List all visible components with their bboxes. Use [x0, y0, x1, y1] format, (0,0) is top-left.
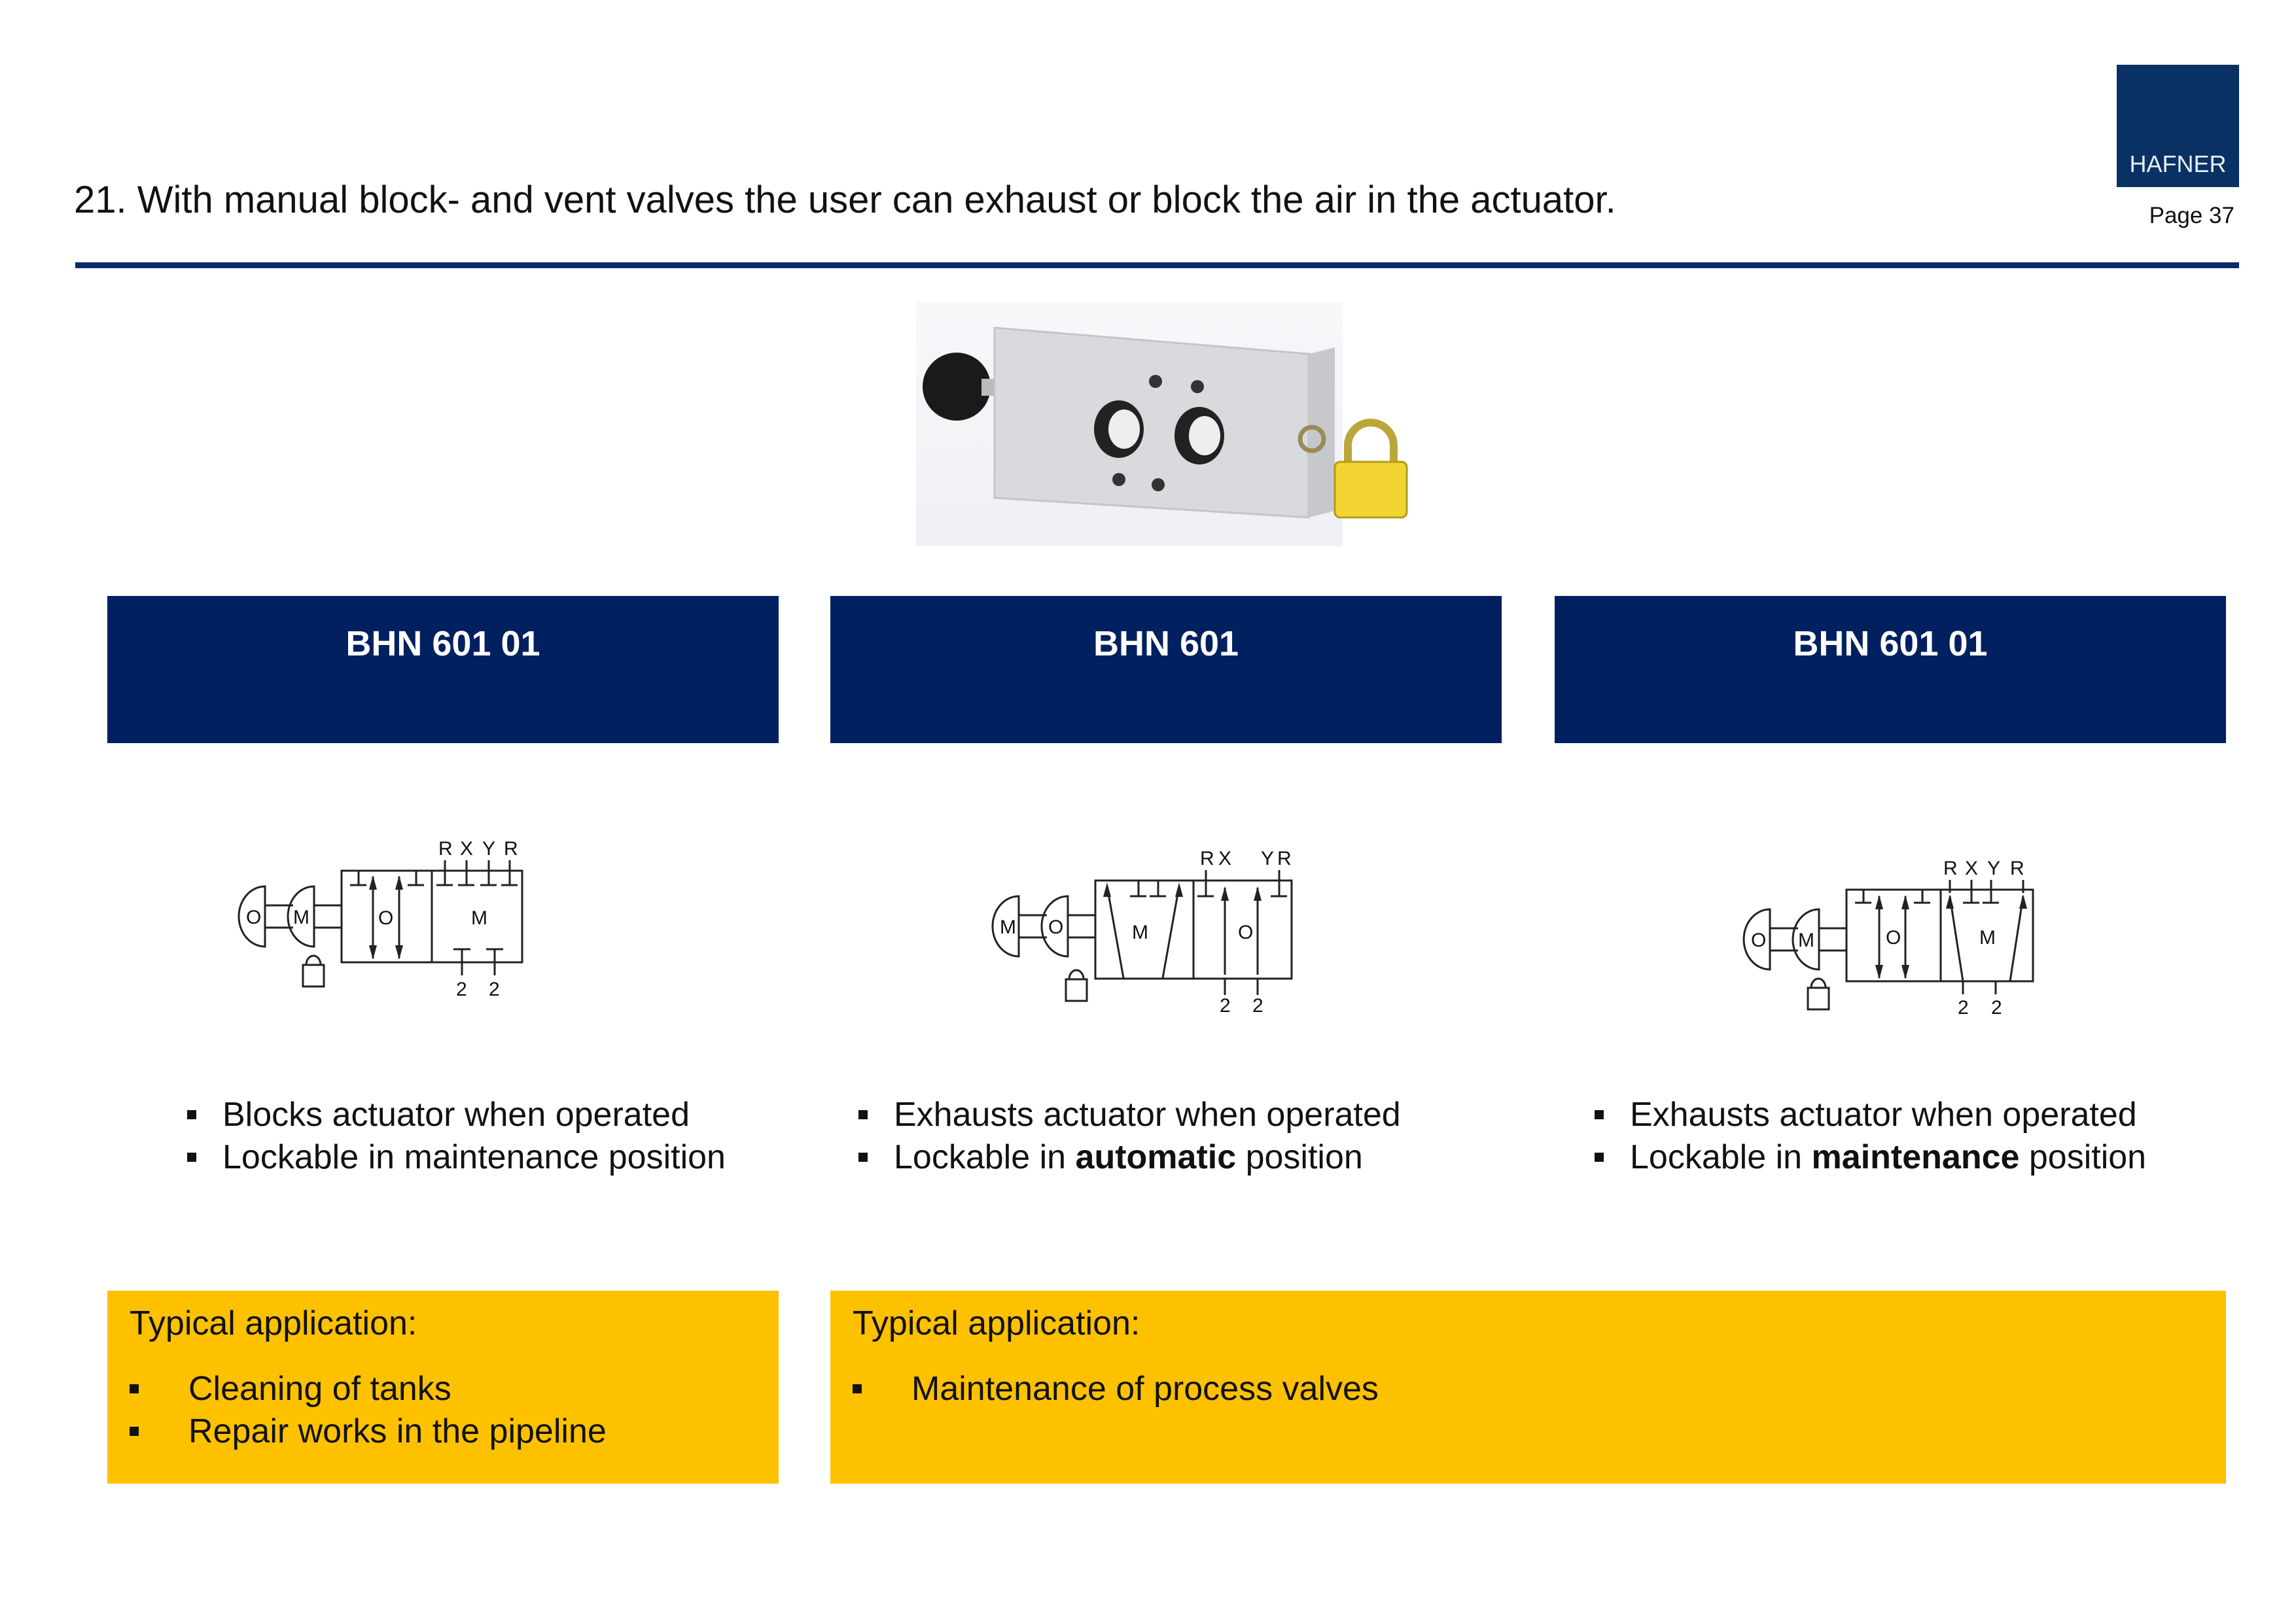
product-header-3: BHN 601 01 [1555, 596, 2226, 743]
feature-text: Lockable in maintenance position [222, 1138, 726, 1176]
port-label: X [1218, 848, 1231, 869]
application-item: Cleaning of tanks [130, 1368, 607, 1410]
knob-label: O [246, 907, 261, 928]
knob-label: M [1798, 930, 1814, 951]
typical-application-box-1: Typical application: Cleaning of tanks R… [107, 1291, 779, 1484]
port-label: 2 [489, 979, 500, 1000]
cell-label: O [1886, 927, 1901, 949]
feature-text: Lockable in [894, 1138, 1076, 1176]
port-label: R [1200, 848, 1214, 869]
feature-text: Exhausts actuator when operated [1630, 1096, 2137, 1134]
port-label: 2 [1991, 997, 2002, 1019]
typical-application-box-2: Typical application: Maintenance of proc… [830, 1291, 2226, 1484]
port-label: X [460, 838, 473, 860]
product-name: BHN 601 [1093, 624, 1239, 663]
feature-item: Exhausts actuator when operated [1595, 1094, 2249, 1136]
feature-item: Lockable in maintenance position [187, 1136, 763, 1179]
port-label: 2 [1958, 997, 1969, 1019]
logo-text: HAFNER [2129, 150, 2227, 177]
slide-title: 21. With manual block- and vent valves t… [74, 179, 1616, 221]
feature-text: position [1236, 1138, 1363, 1176]
knob-label: M [293, 907, 309, 928]
port-label: Y [1261, 848, 1274, 869]
product-header-2: BHN 601 [830, 596, 1502, 743]
knob-label: O [1751, 930, 1766, 951]
port-label: Y [482, 838, 495, 860]
feature-emphasis: automatic [1075, 1138, 1237, 1176]
header-divider [75, 262, 2239, 268]
application-label: Typical application: [853, 1304, 1140, 1342]
cell-label: M [1132, 922, 1148, 943]
valve-schematic-1: O M O M R X Y R 2 2 [236, 824, 537, 1021]
feature-text: Blocks actuator when operated [222, 1096, 690, 1134]
feature-item: Lockable in automatic position [858, 1136, 1513, 1179]
product-name: BHN 601 01 [1793, 624, 1988, 663]
port-label: R [1277, 848, 1292, 869]
port-label: 2 [456, 979, 467, 1000]
feature-item: Exhausts actuator when operated [858, 1094, 1513, 1136]
application-label: Typical application: [130, 1304, 417, 1342]
valve-schematic-3: O M O M R X Y R 2 2 [1740, 847, 2068, 1043]
port-label: R [1943, 858, 1958, 879]
cell-label: O [1238, 922, 1253, 943]
valve-schematic-2: M O M O R X Y R 2 2 [989, 834, 1293, 1030]
port-label: R [438, 838, 453, 860]
feature-text: Exhausts actuator when operated [894, 1096, 1401, 1134]
port-label: 2 [1220, 995, 1231, 1017]
hafner-logo: HAFNER [2117, 65, 2239, 187]
cell-label: M [471, 907, 487, 929]
page-number: Page 37 [2149, 203, 2234, 228]
knob-label: M [1000, 916, 1016, 938]
port-label: R [2010, 858, 2024, 879]
feature-text: Lockable in [1630, 1138, 1812, 1176]
application-item: Repair works in the pipeline [130, 1410, 607, 1453]
feature-item: Blocks actuator when operated [187, 1094, 763, 1136]
port-label: Y [1987, 858, 2000, 879]
feature-text: position [2019, 1138, 2147, 1176]
port-label: 2 [1252, 995, 1263, 1017]
cell-label: O [378, 907, 393, 929]
product-name: BHN 601 01 [345, 624, 540, 663]
feature-emphasis: maintenance [1811, 1138, 2020, 1176]
feature-item: Lockable in maintenance position [1595, 1136, 2249, 1179]
cell-label: M [1979, 927, 1996, 949]
knob-label: O [1048, 916, 1063, 938]
port-label: X [1965, 858, 1978, 879]
port-label: R [504, 838, 518, 860]
product-header-1: BHN 601 01 [107, 596, 779, 743]
application-item: Maintenance of process valves [853, 1368, 1379, 1410]
valve-product-photo [916, 302, 1408, 546]
